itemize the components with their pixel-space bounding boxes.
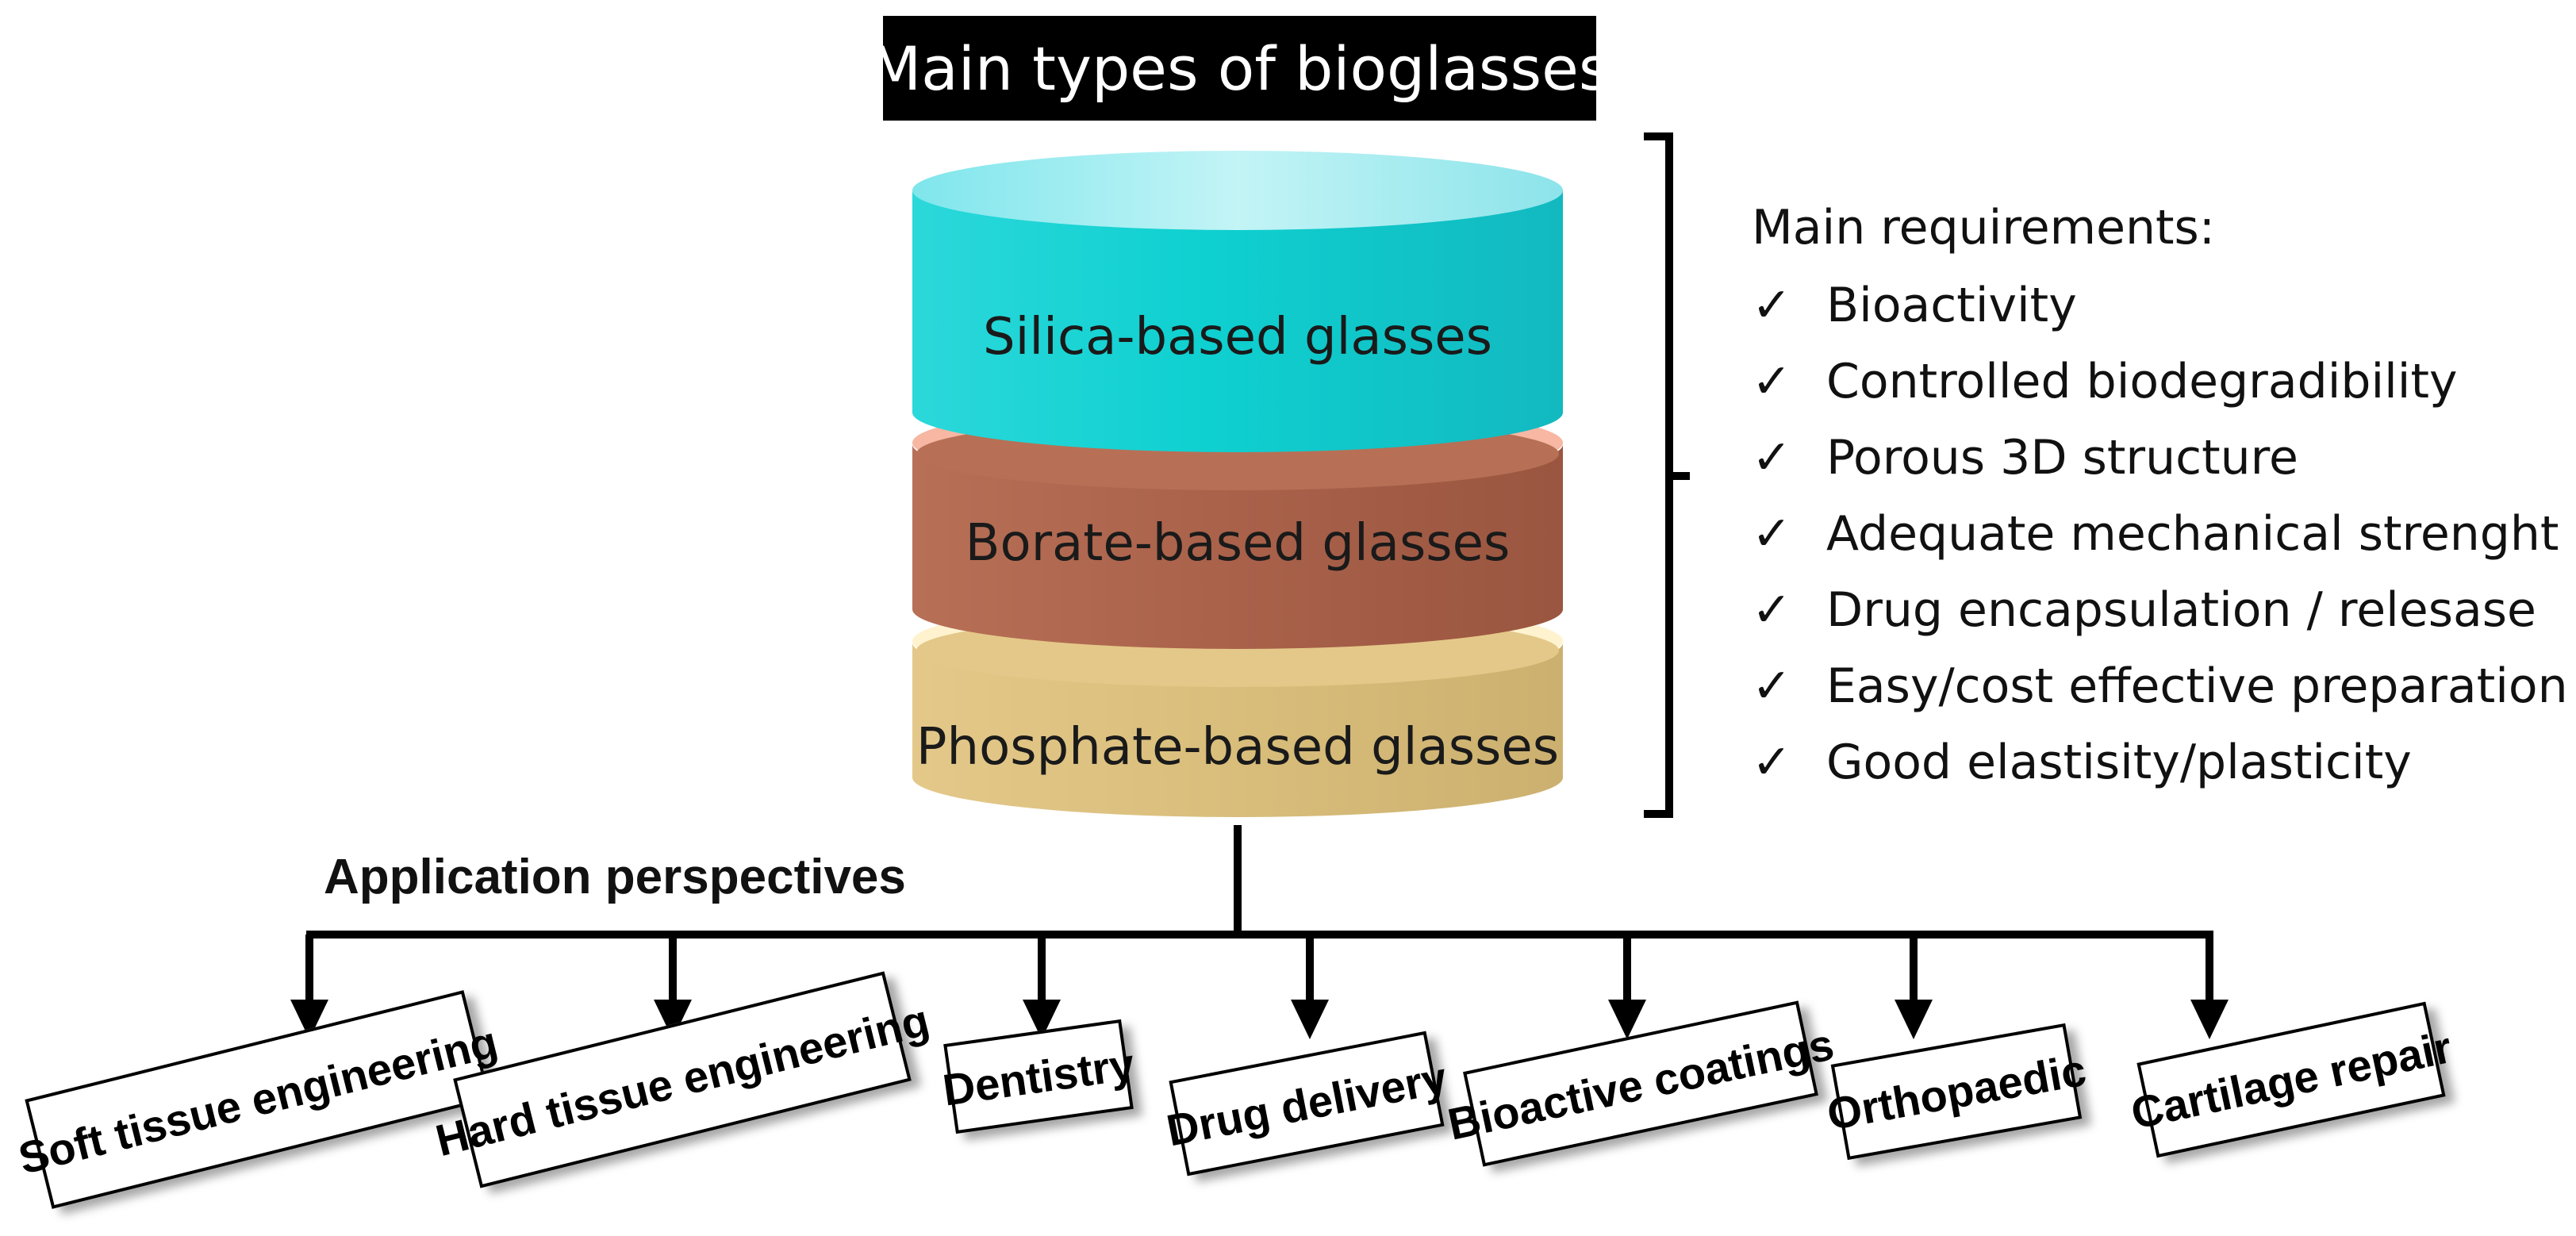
requirement-item: ✓Adequate mechanical strenght <box>1752 506 2559 562</box>
check-icon: ✓ <box>1752 735 1792 790</box>
diagram-title: Main types of bioglasses <box>870 16 1610 121</box>
requirement-item: ✓Drug encapsulation / relesase <box>1752 582 2536 638</box>
requirement-item: ✓Good elastisity/plasticity <box>1752 735 2412 790</box>
requirement-item: ✓Porous 3D structure <box>1752 430 2298 486</box>
arrowhead-icon <box>2190 1000 2229 1039</box>
check-icon: ✓ <box>1752 354 1792 409</box>
requirement-item: ✓Easy/cost effective preparation <box>1752 658 2568 714</box>
arrowhead-icon <box>1291 1000 1329 1039</box>
glass-cylinder <box>912 151 1563 817</box>
check-icon: ✓ <box>1752 430 1792 486</box>
check-icon: ✓ <box>1752 582 1792 638</box>
borate-label: Borate-based glasses <box>965 514 1511 573</box>
arrowhead-icon <box>1608 1000 1646 1039</box>
arrowhead-icon <box>654 1000 692 1039</box>
arrowhead-icon <box>1895 1000 1933 1039</box>
silica-layer <box>912 151 1563 452</box>
check-icon: ✓ <box>1752 658 1792 714</box>
arrowhead-icon <box>290 1000 328 1039</box>
check-icon: ✓ <box>1752 278 1792 333</box>
check-icon: ✓ <box>1752 506 1792 562</box>
silica-label: Silica-based glasses <box>982 308 1493 367</box>
phosphate-label: Phosphate-based glasses <box>916 718 1560 777</box>
requirement-item: ✓Bioactivity <box>1752 278 2077 333</box>
arrowhead-icon <box>1023 1000 1061 1039</box>
requirements-bracket <box>1644 132 1690 818</box>
applications-title: Application perspectives <box>324 850 906 904</box>
requirement-item: ✓Controlled biodegradibility <box>1752 354 2458 409</box>
requirements-heading: Main requirements: <box>1752 200 2216 255</box>
